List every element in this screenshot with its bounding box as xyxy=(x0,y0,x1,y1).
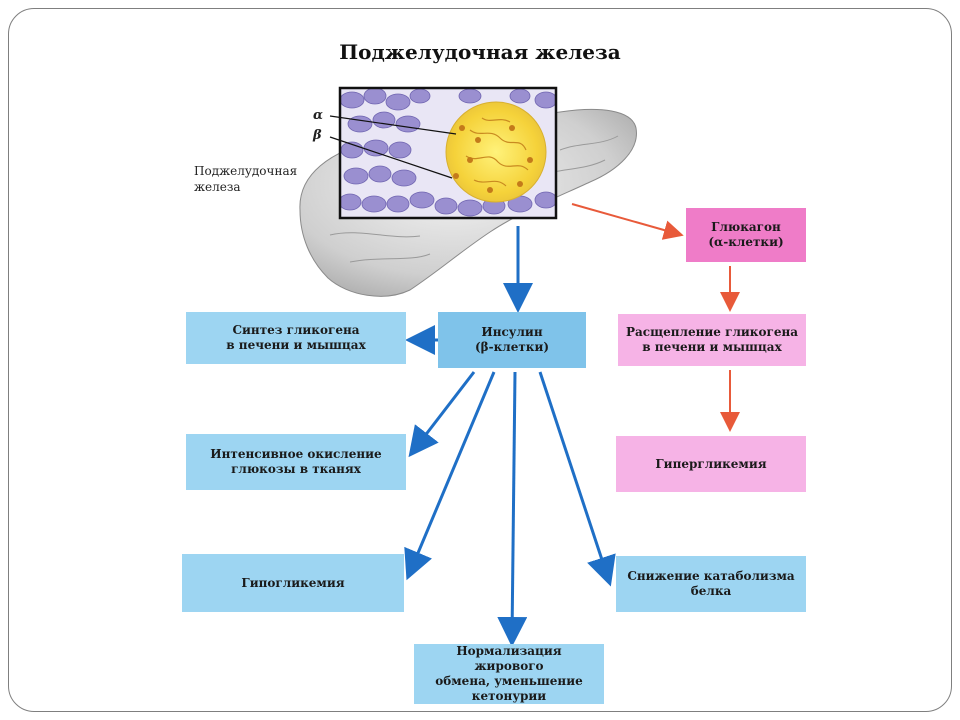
glycogen-breakdown-box: Расщепление гликогена в печени и мышцах xyxy=(618,314,806,366)
pancreas-label-line-2: железа xyxy=(194,180,241,194)
fat-metabolism-box: Нормализация жирового обмена, уменьшение… xyxy=(414,644,604,704)
glycogen-synthesis-line-2: в печени и мышцах xyxy=(226,338,366,352)
protein-catabolism-box: Снижение катаболизма белка xyxy=(616,556,806,612)
insulin-box: Инсулин (β-клетки) xyxy=(438,312,586,368)
alpha-cell-label: α xyxy=(313,108,324,123)
glycogen-synthesis-line-1: Синтез гликогена xyxy=(232,323,360,337)
islet-inset xyxy=(329,86,558,220)
protein-catabolism-line-2: белка xyxy=(690,584,732,598)
fat-metabolism-line-3: кетонурии xyxy=(471,689,547,703)
fat-metabolism-line-2: обмена, уменьшение xyxy=(435,674,583,688)
glycogen-breakdown-line-2: в печени и мышцах xyxy=(642,340,782,354)
hypoglycemia-box: Гипогликемия xyxy=(182,554,404,612)
glycogen-breakdown-line-1: Расщепление гликогена xyxy=(625,325,799,339)
glucagon-arrows xyxy=(571,203,740,432)
glucose-oxidation-line-2: глюкозы в тканях xyxy=(231,462,361,476)
glucagon-box-line-1: Глюкагон xyxy=(711,220,781,234)
pancreas-label-line-1: Поджелудочная xyxy=(194,164,298,178)
glucose-oxidation-box: Интенсивное окисление глюкозы в тканях xyxy=(186,434,406,490)
insulin-box-line-1: Инсулин xyxy=(481,325,543,339)
pancreas-label: Поджелудочная железа xyxy=(194,163,314,195)
page-title: Поджелудочная железа xyxy=(339,40,621,64)
beta-cell-label: β xyxy=(313,128,322,143)
glycogen-synthesis-box: Синтез гликогена в печени и мышцах xyxy=(186,312,406,364)
glucose-oxidation-line-1: Интенсивное окисление xyxy=(210,447,382,461)
protein-catabolism-line-1: Снижение катаболизма xyxy=(627,569,795,583)
glucagon-box-line-2: (α-клетки) xyxy=(708,235,784,249)
fat-metabolism-line-1: Нормализация жирового xyxy=(456,644,562,673)
glucagon-box: Глюкагон (α-клетки) xyxy=(686,208,806,262)
hyperglycemia-box: Гипергликемия xyxy=(616,436,806,492)
insulin-box-line-2: (β-клетки) xyxy=(474,340,550,354)
insulin-arrows xyxy=(404,226,616,647)
